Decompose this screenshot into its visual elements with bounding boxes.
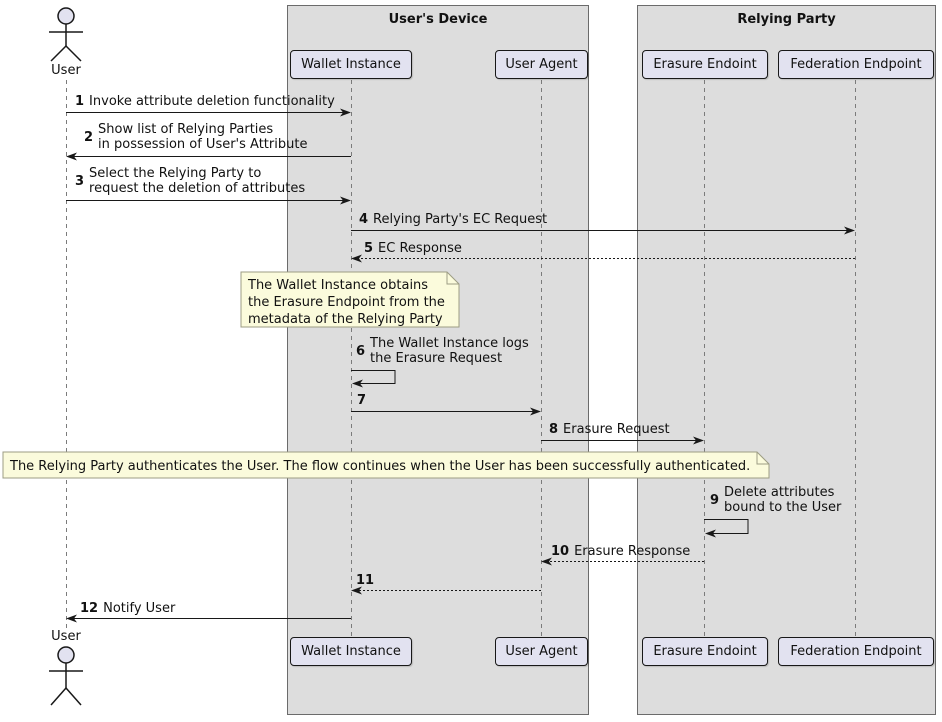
actor-icon-bottom [49, 646, 83, 706]
participant-federation-endpoint-top: Federation Endpoint [778, 50, 934, 79]
note-shape-wallet [240, 271, 460, 328]
participant-label: User Agent [505, 57, 578, 72]
participant-federation-endpoint-bottom: Federation Endpoint [778, 637, 934, 666]
message-label-11: 11 [356, 573, 375, 588]
lifelines [66, 80, 856, 636]
message-arrow-1 [66, 108, 351, 117]
participant-user-agent-top: User Agent [495, 50, 588, 79]
message-arrow-12 [66, 614, 351, 623]
note-text-authentication: The Relying Party authenticates the User… [10, 459, 751, 474]
note-shape-authentication [2, 451, 770, 479]
message-arrow-7 [351, 407, 541, 416]
note-text-wallet: The Wallet Instance obtains the Erasure … [248, 278, 445, 327]
message-arrow-3 [66, 196, 351, 205]
participant-erasure-endpoint-top: Erasure Endoint [642, 50, 768, 79]
participant-label: Wallet Instance [301, 57, 401, 72]
participant-label: Erasure Endoint [653, 644, 757, 659]
participant-wallet-instance-bottom: Wallet Instance [290, 637, 412, 666]
message-arrow-8 [541, 436, 704, 445]
group-title-relying-party: Relying Party [737, 12, 836, 27]
group-title-users-device: User's Device [388, 12, 488, 27]
message-arrow-10 [541, 557, 704, 566]
participant-label: Federation Endpoint [790, 57, 922, 72]
participant-user-agent-bottom: User Agent [495, 637, 588, 666]
participant-label: Federation Endpoint [790, 644, 922, 659]
participant-label: User Agent [505, 644, 578, 659]
participant-label: Wallet Instance [301, 644, 401, 659]
participant-erasure-endpoint-bottom: Erasure Endoint [642, 637, 768, 666]
message-arrow-2 [66, 152, 351, 161]
group-box-relying-party: Relying Party [637, 5, 936, 715]
actor-label-user-bottom: User [51, 629, 81, 644]
participant-wallet-instance-top: Wallet Instance [290, 50, 412, 79]
group-box-users-device: User's Device [287, 5, 589, 715]
message-label-7: 7 [357, 393, 367, 408]
message-arrow-11 [351, 586, 541, 595]
self-message-arrow-9 [704, 519, 749, 538]
actor-label-user-top: User [51, 63, 81, 78]
participant-label: Erasure Endoint [653, 57, 757, 72]
actor-icon-top [49, 7, 83, 62]
self-message-arrow-6 [351, 370, 396, 388]
message-arrow-4 [351, 226, 855, 235]
message-arrow-5 [351, 254, 855, 263]
